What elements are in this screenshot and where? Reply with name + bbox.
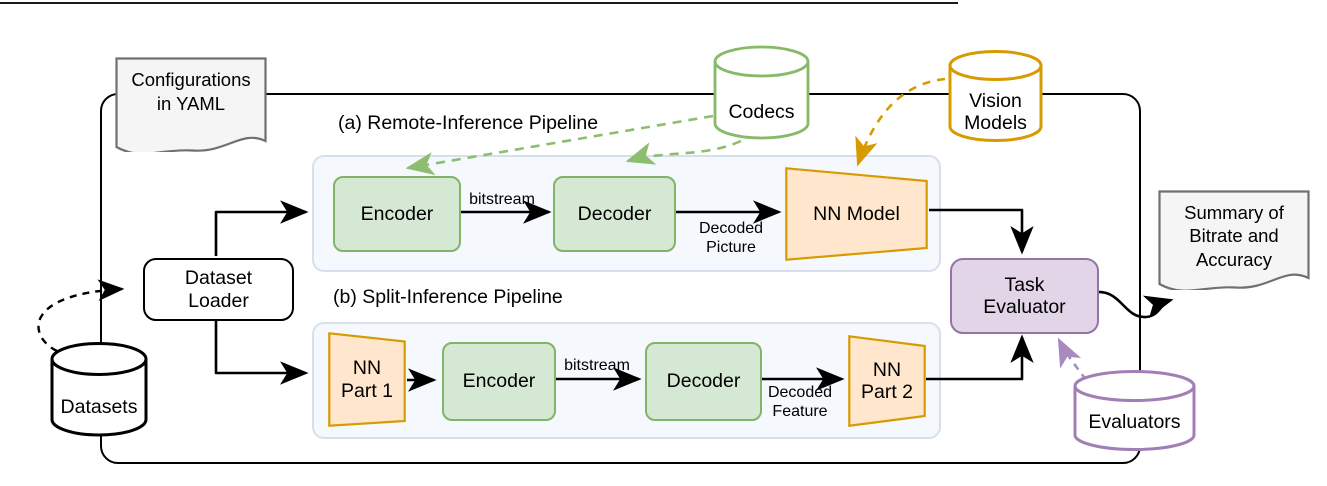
task-evaluator-label: Task Evaluator <box>983 273 1066 318</box>
decoded-feature-label: Decoded Feature <box>767 384 833 421</box>
evaluators-label: Evaluators <box>1088 410 1181 433</box>
datasets-cylinder: Datasets <box>50 342 148 438</box>
config-yaml-label: Configurations in YAML <box>131 69 251 114</box>
encoder-a-box: Encoder <box>333 176 461 252</box>
codecs-cylinder: Codecs <box>713 45 810 140</box>
nn-part1-label: NN Part 1 <box>340 357 394 402</box>
pipeline-a-title: (a) Remote-Inference Pipeline <box>338 112 599 134</box>
encoder-b-box: Encoder <box>442 342 556 421</box>
bitstream-b-label: bitstream <box>564 357 630 374</box>
nn-model-label: NN Model <box>813 202 900 225</box>
system-boundary-box <box>100 93 1141 464</box>
datasets-label: Datasets <box>60 395 138 418</box>
pipeline-b-panel <box>312 322 941 439</box>
nn-part1-trapezoid: NN Part 1 <box>328 332 406 427</box>
codecs-label: Codecs <box>728 100 795 123</box>
nn-model-trapezoid: NN Model <box>785 167 928 261</box>
nn-part2-label: NN Part 2 <box>860 358 914 403</box>
config-yaml-document: Configurations in YAML <box>115 57 267 152</box>
dataset-loader-box: Dataset Loader <box>143 258 294 321</box>
task-evaluator-box: Task Evaluator <box>950 258 1099 334</box>
nn-part2-trapezoid: NN Part 2 <box>848 335 926 427</box>
decoder-a-box: Decoder <box>553 176 676 252</box>
decoded-picture-label: Decoded Picture <box>698 220 764 257</box>
decoder-a-label: Decoder <box>577 202 652 225</box>
pipeline-b-title: (b) Split-Inference Pipeline <box>333 286 563 308</box>
summary-label: Summary of Bitrate and Accuracy <box>1184 202 1284 270</box>
dataset-loader-label: Dataset Loader <box>184 267 253 312</box>
figure-top-rule <box>0 2 958 4</box>
encoder-a-label: Encoder <box>360 202 434 225</box>
vision-models-cylinder: Vision Models <box>948 50 1043 143</box>
decoder-b-box: Decoder <box>645 342 762 421</box>
decoder-b-label: Decoder <box>666 370 741 393</box>
bitstream-a-label: bitstream <box>469 191 535 208</box>
summary-document: Summary of Bitrate and Accuracy <box>1158 190 1310 290</box>
vision-models-label: Vision Models <box>964 89 1027 134</box>
evaluators-cylinder: Evaluators <box>1073 370 1196 452</box>
encoder-b-label: Encoder <box>462 370 536 393</box>
